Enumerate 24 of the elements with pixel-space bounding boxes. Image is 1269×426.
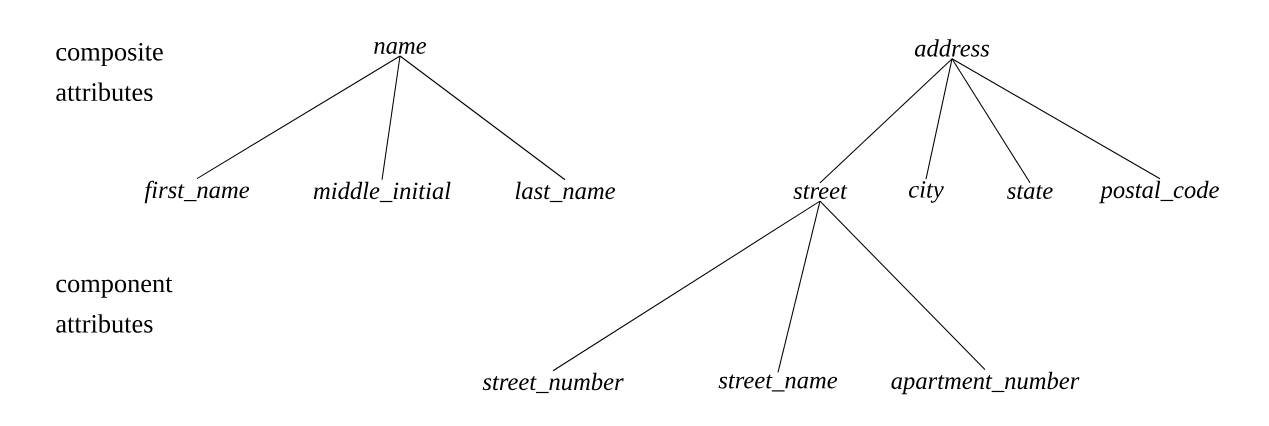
attribute-label: middle_initial (313, 181, 451, 203)
tree-line (819, 200, 986, 371)
attribute-label: first_name (144, 180, 250, 204)
category-label: composite attributes (56, 42, 163, 102)
attribute-label: postal_code (1099, 180, 1219, 204)
attribute-label: street (793, 184, 848, 200)
tree-line (399, 55, 566, 181)
attribute-label: city (909, 181, 944, 203)
attribute-label: name (374, 42, 427, 54)
tree-line (951, 58, 1031, 184)
tree-line (925, 58, 953, 180)
attribute-label: street_number (482, 372, 624, 394)
attribute-label: apartment_number (891, 371, 1080, 395)
tree-line (819, 58, 953, 184)
tree-line (381, 55, 401, 181)
attribute-label: last_name (515, 181, 615, 203)
tree-line (552, 200, 821, 372)
tree-line (196, 55, 401, 180)
tree-line (951, 58, 1161, 180)
attribute-label: state (1007, 184, 1053, 200)
category-label: component attributes (56, 277, 173, 333)
attribute-label: address (914, 39, 990, 57)
tree-line (777, 200, 821, 373)
attribute-label: street_name (718, 374, 838, 392)
